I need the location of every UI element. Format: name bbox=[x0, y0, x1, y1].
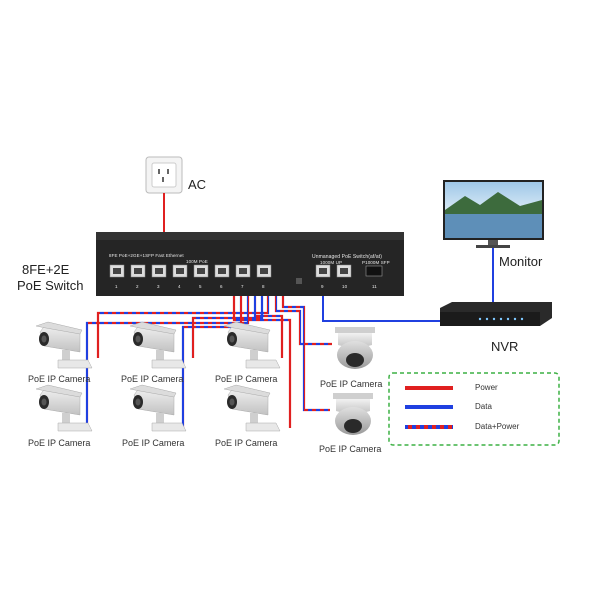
switch-poe-text: 100M PoE bbox=[186, 259, 208, 264]
switch-model-text: 8FE PoE+2GE+1SFP Fast Ethernet bbox=[109, 253, 184, 258]
ac-label: AC bbox=[188, 177, 207, 192]
switch-sfp-text: P1000M SFP bbox=[362, 260, 390, 265]
port-number: 10 bbox=[342, 284, 348, 289]
port-number: 6 bbox=[220, 284, 223, 289]
switch-label-line1: 8FE+2E bbox=[22, 262, 70, 277]
legend-data-label: Data bbox=[475, 402, 492, 411]
camera-label: PoE IP Camera bbox=[28, 374, 91, 384]
bullet-cameras bbox=[35, 321, 281, 432]
port-number: 2 bbox=[136, 284, 139, 289]
poe-switch bbox=[96, 232, 404, 296]
port-number: 8 bbox=[262, 284, 265, 289]
bullet-camera bbox=[35, 321, 93, 369]
bullet-camera bbox=[223, 384, 281, 432]
bullet-camera bbox=[129, 321, 187, 369]
camera-cables bbox=[85, 296, 332, 428]
legend-power-label: Power bbox=[475, 383, 498, 392]
sfp-port bbox=[365, 265, 383, 277]
switch-label-line2: PoE Switch bbox=[17, 278, 84, 293]
monitor bbox=[443, 180, 544, 248]
monitor-label: Monitor bbox=[499, 254, 543, 269]
reset-button bbox=[296, 278, 302, 284]
port-number: 9 bbox=[321, 284, 324, 289]
switch-nvr-line bbox=[322, 296, 440, 322]
legend-dataplus-label: Data+Power bbox=[475, 422, 520, 431]
port-number: 1 bbox=[115, 284, 118, 289]
bullet-camera bbox=[35, 384, 93, 432]
bullet-camera bbox=[129, 384, 187, 432]
dome-camera-2 bbox=[333, 393, 373, 435]
port-number: 4 bbox=[178, 284, 181, 289]
legend bbox=[388, 372, 560, 446]
dome-camera-1 bbox=[335, 327, 375, 369]
camera-label: PoE IP Camera bbox=[215, 374, 278, 384]
camera-label: PoE IP Camera bbox=[319, 444, 382, 454]
camera-label: PoE IP Camera bbox=[320, 379, 383, 389]
port-number: 11 bbox=[372, 284, 377, 289]
port-number: 3 bbox=[157, 284, 160, 289]
uplink-ports bbox=[315, 264, 352, 278]
camera-label: PoE IP Camera bbox=[121, 374, 184, 384]
ac-socket bbox=[145, 156, 183, 194]
switch-uplink-text: 1000M UP bbox=[320, 260, 343, 265]
camera-label: PoE IP Camera bbox=[215, 438, 278, 448]
port-number: 7 bbox=[241, 284, 244, 289]
camera-label: PoE IP Camera bbox=[28, 438, 91, 448]
nvr-device bbox=[440, 302, 552, 326]
port-number: 5 bbox=[199, 284, 202, 289]
switch-type-text: Unmanaged PoE Switch(af/at) bbox=[312, 254, 382, 260]
bullet-camera bbox=[223, 321, 281, 369]
nvr-label: NVR bbox=[491, 339, 519, 354]
camera-label: PoE IP Camera bbox=[122, 438, 185, 448]
